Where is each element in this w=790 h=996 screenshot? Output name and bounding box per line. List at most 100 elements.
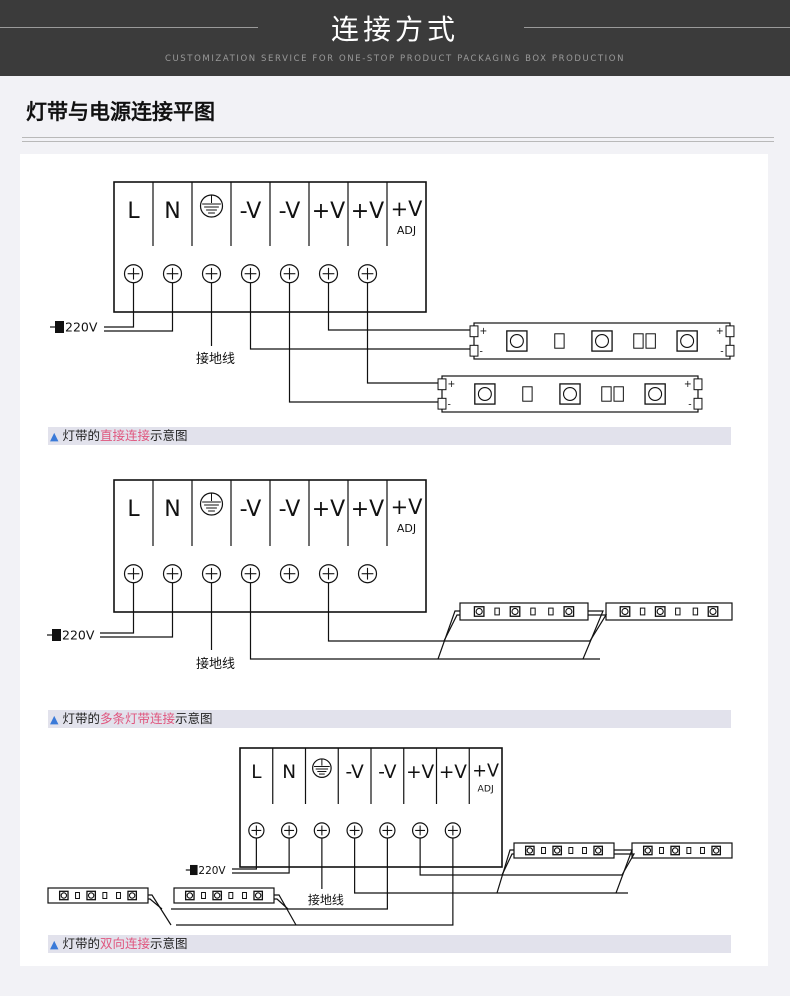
polarity-minus: - [480, 347, 483, 358]
positive-wire [366, 282, 440, 384]
polarity-minus: - [688, 400, 691, 411]
solder-pad [693, 378, 703, 391]
led-chip-lens [511, 607, 519, 616]
led-chip-lens [594, 847, 602, 854]
caption-prefix: 灯带的 [62, 711, 100, 726]
led-chip-lens [213, 892, 221, 899]
resistor-icon [201, 892, 206, 899]
led-strip [173, 887, 275, 904]
led-chip-lens [477, 386, 492, 402]
resistor-icon [554, 333, 565, 349]
live-wire [100, 582, 135, 634]
resistor-icon [102, 892, 108, 899]
negative-wire [249, 582, 600, 660]
resistor-icon [228, 892, 234, 899]
terminal-label: N [282, 762, 296, 783]
led-strip-body [605, 602, 733, 621]
led-chip-lens [509, 333, 524, 349]
led-strip [469, 322, 735, 360]
led-chip-lens [562, 386, 578, 402]
resistor-icon [242, 892, 247, 899]
ground-wire-label: 接地线 [196, 351, 235, 367]
terminal-label: -V [279, 199, 301, 224]
negative-wire [171, 838, 388, 910]
caption-highlight: 双向连接 [99, 936, 150, 951]
terminal-label: L [127, 497, 140, 522]
polarity-plus: + [448, 379, 456, 390]
terminal-label: +V [391, 197, 424, 221]
caption-direct-connection: ▲灯带的直接连接示意图 [48, 427, 731, 445]
solder-pad [725, 344, 735, 357]
adj-label: ADJ [478, 784, 494, 795]
input-voltage-label: 220V [62, 628, 95, 643]
led-chip-lens [709, 607, 717, 616]
led-strip [605, 602, 733, 621]
terminal-label: +V [391, 495, 424, 519]
terminal-label: +V [472, 762, 499, 782]
terminal-label: -V [346, 762, 365, 783]
input-voltage-label: 220V [198, 865, 226, 877]
negative-wire [354, 838, 628, 894]
strip-lead-wire [443, 614, 460, 642]
polarity-minus: - [448, 400, 451, 411]
led-chip-lens [254, 892, 262, 899]
strip-lead-wire [274, 898, 289, 910]
strip-lead-wire [614, 849, 633, 894]
led-chip-lens [128, 892, 136, 899]
terminal-label: L [251, 762, 262, 783]
positive-wire [327, 582, 590, 642]
positive-wire [419, 838, 622, 876]
led-chip-lens [656, 607, 664, 616]
ac-input-plug-icon [52, 629, 61, 641]
solder-pad [725, 325, 735, 338]
resistor-icon [659, 847, 664, 854]
resistor-icon [633, 333, 644, 349]
terminal-label: -V [378, 762, 397, 783]
solder-pad [693, 397, 703, 410]
live-wire [232, 838, 257, 870]
led-chip-lens [526, 847, 534, 854]
header-left-line [0, 27, 258, 28]
resistor-icon [568, 847, 574, 854]
led-chip-lens [60, 892, 68, 899]
led-strip [513, 842, 615, 859]
resistor-icon [75, 892, 80, 899]
led-chip-lens [565, 607, 573, 616]
resistor-icon [522, 386, 533, 402]
negative-wire [249, 282, 473, 350]
terminal-label: N [164, 199, 180, 224]
resistor-icon [582, 847, 587, 854]
chevron-up-icon: ▲ [50, 938, 59, 951]
strip-lead-wire [437, 610, 460, 660]
ac-input-plug-icon [190, 864, 198, 876]
header-title: 连接方式 [330, 13, 459, 46]
resistor-icon [548, 607, 554, 616]
resistor-icon [645, 333, 656, 349]
resistor-icon [494, 607, 500, 616]
solder-pad [437, 378, 447, 391]
strip-lead-wire [496, 849, 514, 894]
positive-wire [327, 282, 473, 331]
caption-prefix: 灯带的 [62, 936, 100, 951]
solder-pad [469, 325, 479, 338]
led-chip-lens [186, 892, 194, 899]
strip-lead-wire [588, 614, 608, 642]
caption-suffix: 示意图 [150, 936, 188, 951]
solder-pad [469, 344, 479, 357]
resistor-icon [613, 386, 624, 402]
caption-suffix: 示意图 [150, 428, 188, 443]
strip-lead-wire [501, 853, 514, 876]
led-chip-lens [594, 333, 610, 349]
solder-pad [437, 397, 447, 410]
ground-wire-label: 接地线 [308, 892, 344, 907]
caption-prefix: 灯带的 [62, 428, 100, 443]
positive-wire [176, 838, 454, 926]
polarity-minus: - [720, 347, 723, 358]
led-chip-lens [712, 847, 720, 854]
terminal-label: +V [351, 497, 384, 522]
terminal-label: +V [439, 762, 467, 783]
chevron-up-icon: ▲ [50, 430, 59, 443]
header-subtitle: CUSTOMIZATION SERVICE FOR ONE-STOP PRODU… [164, 54, 626, 64]
adj-label: ADJ [397, 522, 416, 535]
